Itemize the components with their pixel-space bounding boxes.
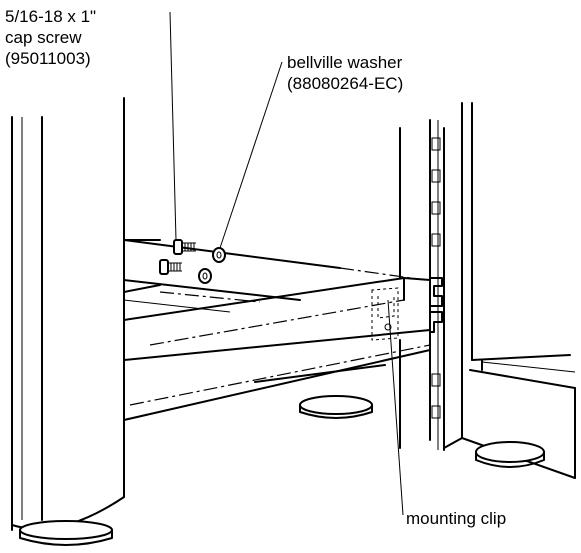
- cap-screw-size-label: 5/16-18 x 1": [5, 7, 96, 26]
- right-cabinet: [461, 102, 576, 479]
- cap-screw-lower: [159, 259, 182, 275]
- right-upright-post: [399, 119, 463, 451]
- middle-leveling-foot: [299, 395, 373, 419]
- left-leveling-foot: [19, 520, 113, 546]
- mounting-clip-leader-line: [387, 299, 404, 516]
- cap-screw-leader-line: [169, 11, 177, 241]
- washer-leader-line: [219, 61, 283, 249]
- washer-callout: bellville washer (88080264-EC): [287, 53, 403, 93]
- cap-screw-upper: [173, 239, 196, 255]
- cap-screw-callout: 5/16-18 x 1" cap screw (95011003): [5, 7, 96, 68]
- mounting-clip-label: mounting clip: [406, 509, 506, 528]
- washer-name-label: bellville washer: [287, 53, 403, 72]
- front-rail: [123, 277, 431, 421]
- cap-screw-part-number: (95011003): [5, 49, 91, 68]
- cap-screw-name-label: cap screw: [5, 28, 82, 47]
- right-leveling-foot: [475, 441, 545, 468]
- upright-slots: [429, 137, 443, 419]
- bellville-washer-lower: [198, 268, 212, 284]
- left-cabinet-frame: [11, 97, 161, 531]
- back-rails: [123, 239, 426, 313]
- mounting-clip-shape: [371, 287, 399, 341]
- washer-part-number: (88080264-EC): [287, 74, 403, 93]
- bellville-washer-upper: [212, 247, 226, 263]
